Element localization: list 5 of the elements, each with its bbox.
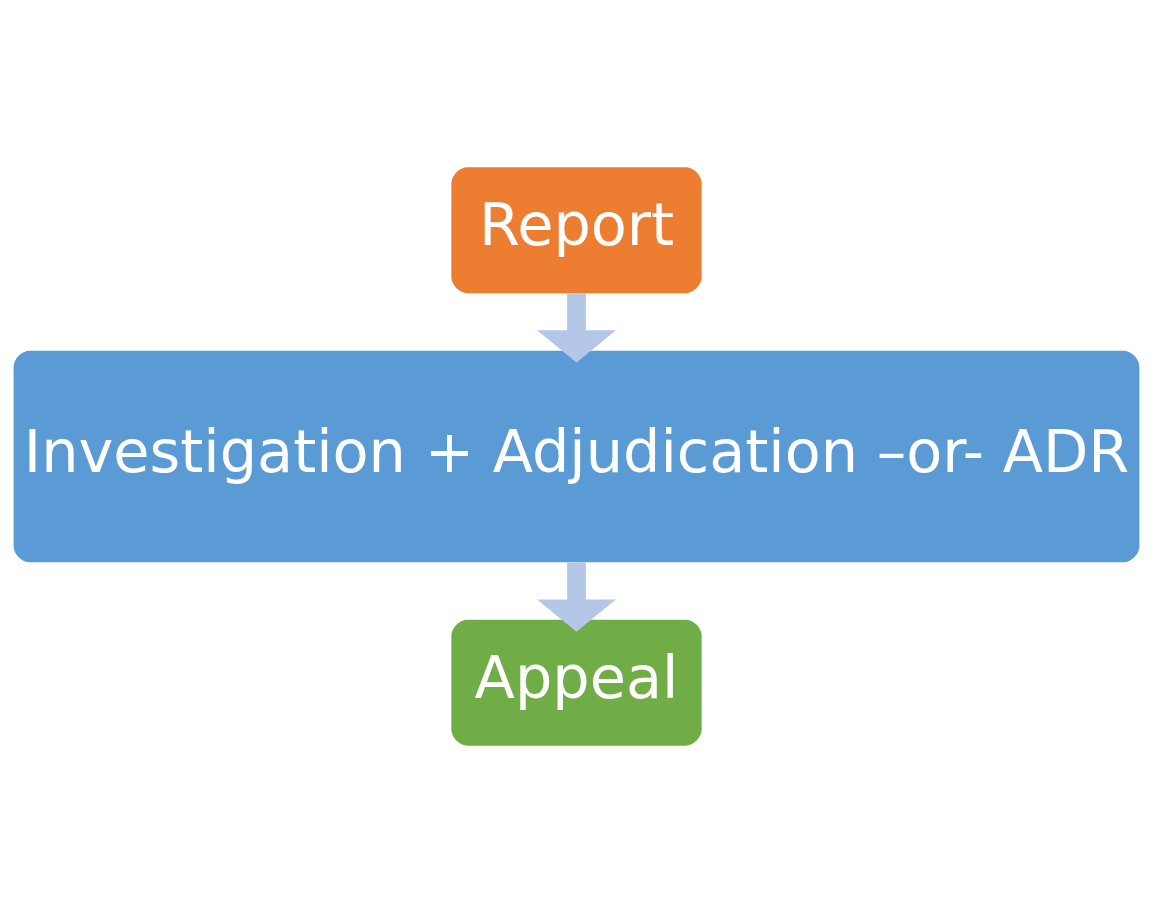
- node-box: Appeal: [451, 619, 702, 746]
- node-box: Investigation + Adjudication –or- ADR: [13, 350, 1140, 562]
- node-box: Report: [451, 166, 702, 293]
- arrow: [537, 292, 616, 362]
- arrow: [537, 561, 616, 632]
